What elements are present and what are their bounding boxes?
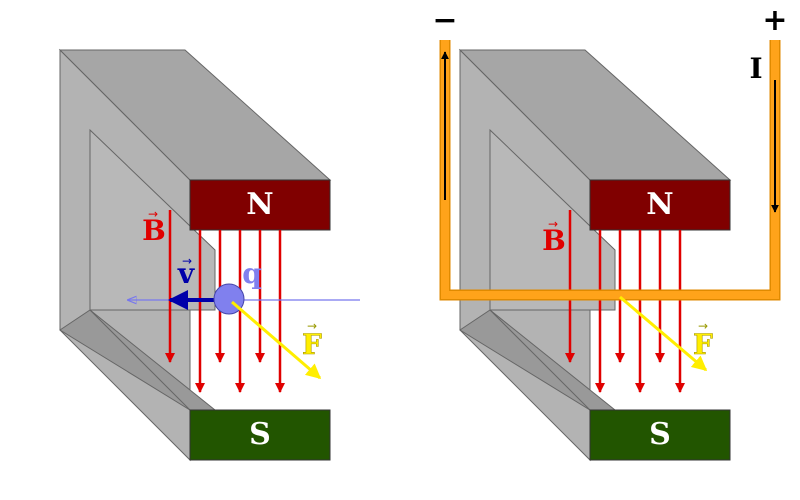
left-force-label: F [302, 328, 322, 361]
left-velocity-label: v [177, 257, 195, 290]
right-panel: N S → B − + I → F [432, 3, 788, 462]
right-south-pole [589, 409, 731, 461]
left-force-vector [231, 300, 322, 380]
left-magnet-inner [89, 128, 216, 311]
right-south-label: S [649, 417, 671, 452]
left-velocity-arrow-over: → [182, 254, 192, 268]
right-field-lines [565, 210, 685, 393]
right-minus-label: − [432, 3, 457, 38]
left-south-pole [189, 409, 331, 461]
left-force-arrow-over: → [307, 319, 317, 333]
left-panel: N S → B → v q → F [58, 48, 360, 462]
left-north-label: N [246, 187, 273, 222]
right-magnet-inner [489, 128, 616, 311]
right-force-vector [619, 295, 708, 372]
right-force-label: F [693, 328, 713, 361]
left-south-label: S [249, 417, 271, 452]
left-north-pole [189, 179, 331, 231]
right-north-label: N [646, 187, 673, 222]
right-plus-label: + [762, 3, 787, 38]
left-field-label: B [142, 214, 166, 247]
right-field-label: B [542, 224, 566, 257]
right-force-arrow-over: → [698, 319, 708, 333]
right-field-arrow-over: → [548, 217, 558, 231]
left-field-arrow-over: → [148, 207, 158, 221]
left-charge-label: q [242, 257, 262, 290]
right-magnet [458, 48, 732, 462]
right-current-label: I [749, 52, 762, 85]
left-magnet [58, 48, 332, 462]
